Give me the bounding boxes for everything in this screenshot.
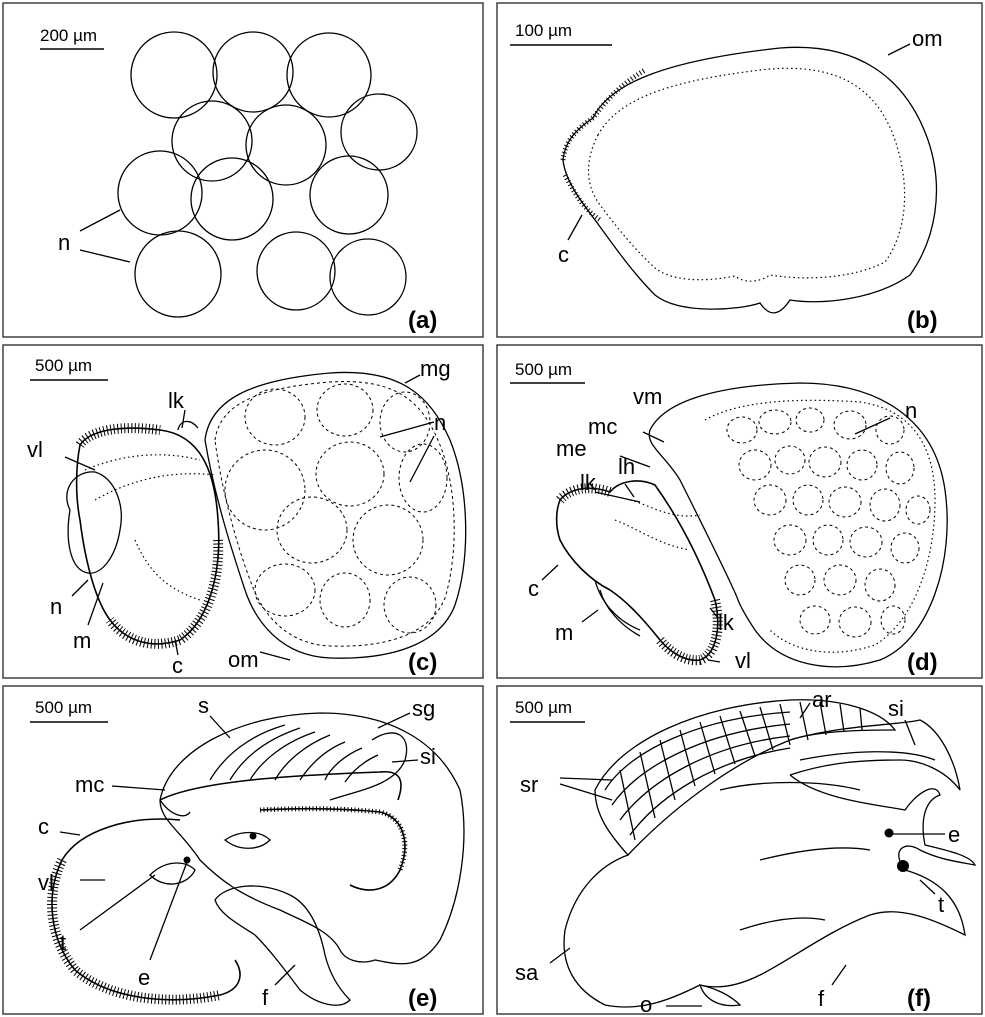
label-f-e: f bbox=[262, 985, 269, 1010]
label-sa-f: sa bbox=[515, 960, 539, 985]
label-om-c: om bbox=[228, 647, 259, 672]
scale-text-e: 500 µm bbox=[35, 698, 92, 717]
label-sg-e: sg bbox=[412, 696, 435, 721]
label-c-d: c bbox=[528, 576, 539, 601]
label-c-c: c bbox=[172, 653, 183, 678]
label-mg-c: mg bbox=[420, 356, 451, 381]
label-mc-e: mc bbox=[75, 772, 104, 797]
scale-text-d: 500 µm bbox=[515, 360, 572, 379]
label-si-e: si bbox=[420, 744, 436, 769]
eye bbox=[897, 860, 909, 872]
scale-text-a: 200 µm bbox=[40, 26, 97, 45]
panel-label-b: (b) bbox=[907, 307, 938, 334]
label-n-a: n bbox=[58, 230, 70, 255]
label-lk-c: lk bbox=[168, 388, 185, 413]
panel-label-f: (f) bbox=[907, 985, 931, 1012]
label-t-e: t bbox=[60, 930, 66, 955]
panel-label-d: (d) bbox=[907, 649, 938, 676]
label-m-d: m bbox=[555, 620, 573, 645]
label-c-b: c bbox=[558, 242, 569, 267]
label-vm-d: vm bbox=[633, 384, 662, 409]
panel-label-a: (a) bbox=[408, 307, 437, 334]
label-e-e: e bbox=[138, 965, 150, 990]
label-ar-f: ar bbox=[812, 687, 832, 712]
label-c-e: c bbox=[38, 814, 49, 839]
panel-label-e: (e) bbox=[408, 985, 437, 1012]
label-lk-d: lk bbox=[580, 470, 597, 495]
scale-text-f: 500 µm bbox=[515, 698, 572, 717]
label-f-f: f bbox=[818, 986, 825, 1011]
label-lk2-d: lk bbox=[718, 610, 735, 635]
label-mc-d: mc bbox=[588, 414, 617, 439]
label-s-e: s bbox=[198, 693, 209, 718]
eye bbox=[885, 829, 894, 838]
label-vl-c: vl bbox=[27, 437, 43, 462]
label-lh-d: lh bbox=[618, 454, 635, 479]
label-me-d: me bbox=[556, 436, 587, 461]
label-n-c: n bbox=[434, 410, 446, 435]
panel-label-c: (c) bbox=[408, 649, 437, 676]
label-n2-c: n bbox=[50, 594, 62, 619]
label-e-f: e bbox=[948, 822, 960, 847]
label-n-d: n bbox=[905, 398, 917, 423]
label-vl-d: vl bbox=[735, 648, 751, 673]
label-vl-e: vl bbox=[38, 870, 54, 895]
label-t-f: t bbox=[938, 892, 944, 917]
label-om-b: om bbox=[912, 26, 943, 51]
label-o-f: o bbox=[640, 992, 652, 1017]
scale-text-b: 100 µm bbox=[515, 21, 572, 40]
label-si-f: si bbox=[888, 696, 904, 721]
label-m-c: m bbox=[73, 628, 91, 653]
scale-text-c: 500 µm bbox=[35, 356, 92, 375]
label-sr-f: sr bbox=[520, 772, 538, 797]
